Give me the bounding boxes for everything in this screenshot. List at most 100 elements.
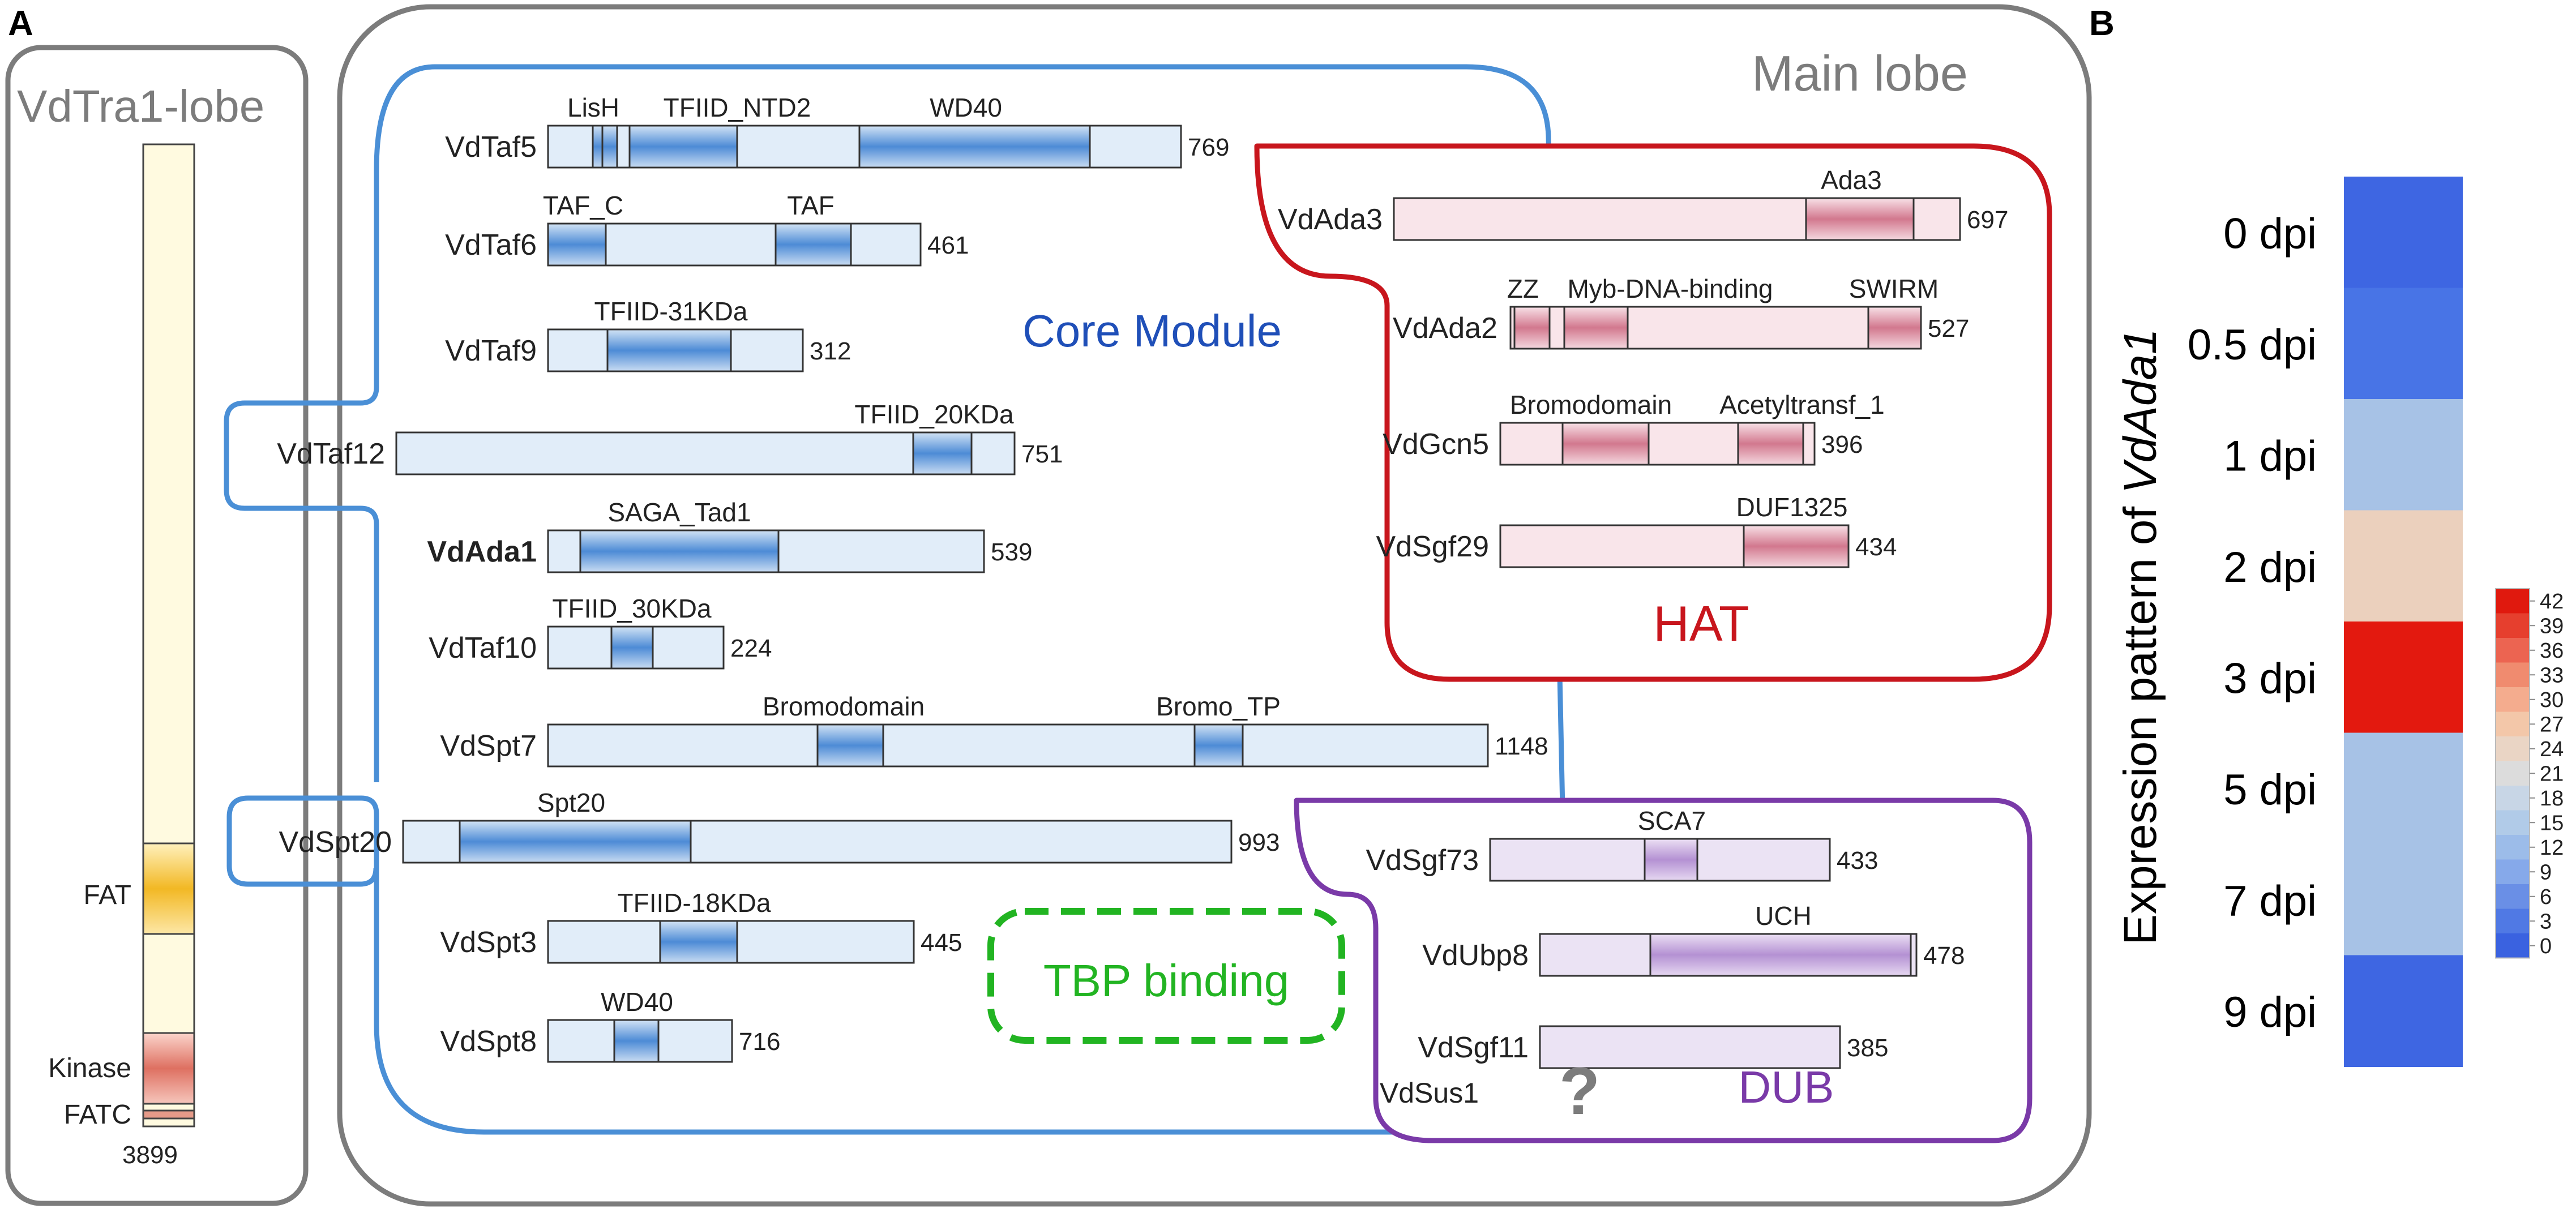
- protein-length-vdtaf6: 461: [927, 232, 969, 259]
- domain-label-tfiid-ntd2: TFIID_NTD2: [664, 93, 811, 122]
- domain-label-wd40: WD40: [930, 93, 1002, 122]
- fat-label: FAT: [84, 880, 131, 910]
- protein-row-vdsgf11: VdSgf11 385: [1418, 1025, 1888, 1069]
- colorbar-swatch: [2496, 810, 2530, 835]
- protein-length-vdtaf9: 312: [810, 337, 851, 365]
- protein-length-vdspt8: 716: [739, 1028, 780, 1056]
- protein-row-vdspt20: VdSpt20 Spt20 993: [279, 788, 1280, 864]
- domain-block: [858, 125, 1091, 169]
- heat-cell-0-dpi: [2344, 177, 2463, 289]
- heat-cell-9-dpi: [2344, 955, 2463, 1067]
- colorbar-swatch: [2496, 589, 2530, 614]
- expression-panel: Expression pattern of VdAda1 0 dpi 0.5 dp…: [2115, 177, 2564, 1067]
- timepoint-label-2-dpi: 2 dpi: [2223, 543, 2317, 592]
- domain-block: [1805, 197, 1915, 241]
- protein-name-vdada2: VdAda2: [1393, 312, 1497, 345]
- protein-length-vdsgf11: 385: [1847, 1034, 1888, 1062]
- domain-label-tfiid-20kda: TFIID_20KDa: [854, 400, 1014, 429]
- colorbar-swatch: [2496, 859, 2530, 885]
- protein-name-vdsus1: VdSus1: [1380, 1077, 1479, 1109]
- domain-block: [601, 125, 618, 169]
- kinase-label: Kinase: [48, 1053, 131, 1083]
- colorbar-tick-label: 39: [2540, 614, 2564, 638]
- protein-name-vdtaf9: VdTaf9: [445, 335, 537, 367]
- timepoint-label-9-dpi: 9 dpi: [2223, 988, 2317, 1036]
- protein-name-vdspt20: VdSpt20: [279, 826, 392, 859]
- protein-row-vdspt7: VdSpt7 Bromodomain Bromo_TP 1148: [440, 692, 1548, 768]
- colorbar-swatch: [2496, 835, 2530, 860]
- protein-length-vdgcn5: 396: [1821, 431, 1863, 458]
- expression-axis-label-gene: VdAda1: [2115, 328, 2166, 494]
- protein-length-vdubp8: 478: [1923, 942, 1965, 970]
- core-module-outline: [224, 64, 1572, 1135]
- colorbar-tick-label: 12: [2540, 836, 2564, 860]
- tra1-lobe: VdTra1-lobe FAT Kinase FATC 3899: [5, 45, 309, 1206]
- domain-block: [1563, 306, 1629, 350]
- protein-name-vdtaf10: VdTaf10: [429, 632, 537, 665]
- expression-axis-label-prefix: Expression pattern of: [2115, 494, 2166, 945]
- domain-label-bromodomain: Bromodomain: [763, 692, 925, 721]
- domain-label-saga-tad1: SAGA_Tad1: [607, 498, 751, 527]
- domain-block: [547, 222, 607, 267]
- domain-label-swirm: SWIRM: [1849, 274, 1939, 303]
- protein-name-vdtaf12: VdTaf12: [277, 438, 385, 470]
- colorbar-tick-label: 15: [2540, 811, 2564, 835]
- heat-cell-2-dpi: [2344, 510, 2463, 622]
- domain-block: [912, 431, 973, 475]
- domain-label-acetyltransf-1: Acetyltransf_1: [1719, 390, 1884, 419]
- protein-name-vdada3: VdAda3: [1278, 203, 1383, 236]
- colorbar-tick-label: 27: [2540, 713, 2564, 736]
- protein-bar-vdsgf11: [1539, 1025, 1841, 1069]
- dub-module-title: DUB: [1739, 1062, 1834, 1112]
- colorbar-swatch: [2496, 786, 2530, 811]
- protein-name-vdspt3: VdSpt3: [440, 926, 537, 959]
- protein-name-vdsgf11: VdSgf11: [1418, 1031, 1529, 1064]
- fat-domain: [142, 842, 195, 935]
- tbp-binding-label: TBP binding: [1043, 955, 1289, 1006]
- domain-label-sca7: SCA7: [1638, 806, 1706, 835]
- protein-length-vdada2: 527: [1928, 315, 1969, 342]
- domain-label-duf1325: DUF1325: [1736, 492, 1848, 522]
- protein-name-vdubp8: VdUbp8: [1422, 939, 1529, 972]
- core-module-title: Core Module: [1022, 306, 1282, 356]
- domain-label-tfiid-30kda: TFIID_30KDa: [552, 594, 712, 623]
- domain-block: [1743, 524, 1850, 568]
- colorbar-tick-label: 9: [2540, 860, 2552, 884]
- hat-module-title: HAT: [1653, 595, 1749, 651]
- colorbar-swatch: [2496, 736, 2530, 762]
- domain-block: [659, 920, 738, 964]
- protein-length-vdspt20: 993: [1238, 829, 1280, 856]
- domain-block: [613, 1019, 660, 1063]
- timepoint-label-0-dpi: 0 dpi: [2223, 209, 2317, 258]
- domain-label-zz: ZZ: [1507, 274, 1539, 303]
- heat-cell-0-5-dpi: [2344, 288, 2463, 400]
- domain-block: [1867, 306, 1922, 350]
- domain-block: [816, 723, 884, 768]
- domain-label-tfiid-18kda: TFIID-18KDa: [618, 888, 771, 918]
- timepoint-label-0-5-dpi: 0.5 dpi: [2188, 321, 2317, 369]
- protein-length-vdtaf5: 769: [1188, 134, 1229, 161]
- domain-label-wd40: WD40: [601, 987, 673, 1017]
- colorbar-swatch: [2496, 687, 2530, 713]
- kinase-domain: [142, 1032, 195, 1105]
- colorbar-tick-label: 42: [2540, 590, 2564, 614]
- protein-length-vdspt7: 1148: [1495, 732, 1548, 760]
- domain-label-bromo-tp: Bromo_TP: [1156, 692, 1281, 721]
- domain-label-spt20: Spt20: [537, 788, 605, 817]
- domain-block: [1737, 422, 1804, 466]
- domain-label-taf: TAF: [787, 191, 834, 220]
- protein-name-vdspt7: VdSpt7: [440, 730, 537, 762]
- colorbar-swatch: [2496, 908, 2530, 934]
- domain-label-lish: LisH: [567, 93, 619, 122]
- domain-block: [459, 820, 692, 864]
